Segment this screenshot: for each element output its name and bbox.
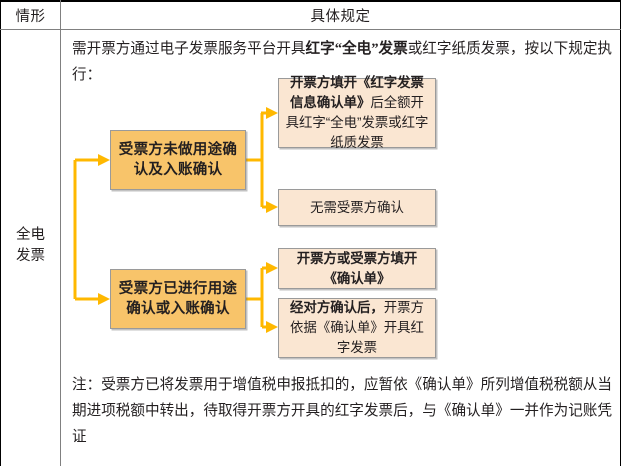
column-divider	[60, 0, 61, 466]
outcome-node-2-1[interactable]: 开票方或受票方填开《确认单》	[278, 248, 436, 289]
outcome-node-2-2-rest: 开票方依据《确认单》开具红字发票	[290, 300, 424, 355]
outcome-node-1-2[interactable]: 无需受票方确认	[278, 189, 436, 226]
header-divider	[0, 29, 621, 30]
intro-part1: 需开票方通过电子发票服务平台开具	[72, 41, 306, 57]
condition-node-1[interactable]: 受票方未做用途确认及入账确认	[110, 130, 246, 190]
row-label-fully-digital-invoice: 全电发票	[16, 227, 45, 264]
condition-node-2-label: 受票方已进行用途确认或入账确认	[118, 281, 238, 317]
header-column-divider	[60, 2, 61, 29]
outcome-node-2-1-label: 开票方或受票方填开《确认单》	[279, 249, 435, 289]
outcome-node-2-2[interactable]: 经对方确认后，开票方依据《确认单》开具红字发票	[278, 298, 436, 358]
table-header-regulation: 具体规定	[310, 9, 371, 25]
outcome-node-1-1-rest: 后全额开具红字“全电”发票或红字纸质发票	[285, 95, 429, 150]
intro-paragraph: 需开票方通过电子发票服务平台开具红字“全电”发票或红字纸质发票，按以下规定执行：	[72, 36, 612, 88]
outcome-node-2-2-bold: 经对方确认后，	[290, 300, 384, 315]
outcome-node-1-1[interactable]: 开票方填开《红字发票信息确认单》后全额开具红字“全电”发票或红字纸质发票	[278, 75, 436, 150]
intro-part2: 或红字纸质发票，按以下规定执行：	[72, 41, 613, 83]
outcome-node-2-2-label: 经对方确认后，开票方依据《确认单》开具红字发票	[279, 298, 435, 358]
intro-bold: 红字“全电”发票	[305, 41, 408, 57]
condition-node-2[interactable]: 受票方已进行用途确认或入账确认	[110, 269, 246, 329]
outcome-node-1-1-bold: 开票方填开《红字发票信息确认单》	[290, 75, 424, 110]
outcome-node-2-1-bold: 开票方或受票方填开《确认单》	[296, 250, 418, 286]
outcome-node-1-2-label: 无需受票方确认	[310, 199, 404, 215]
table-header-situation: 情形	[15, 9, 46, 25]
note-paragraph: 注：受票方已将发票用于增值税申报抵扣的，应暂依《确认单》所列增值税税额从当期进项…	[72, 377, 612, 445]
outcome-node-1-1-label: 开票方填开《红字发票信息确认单》后全额开具红字“全电”发票或红字纸质发票	[279, 73, 435, 153]
condition-node-1-label: 受票方未做用途确认及入账确认	[118, 142, 238, 178]
